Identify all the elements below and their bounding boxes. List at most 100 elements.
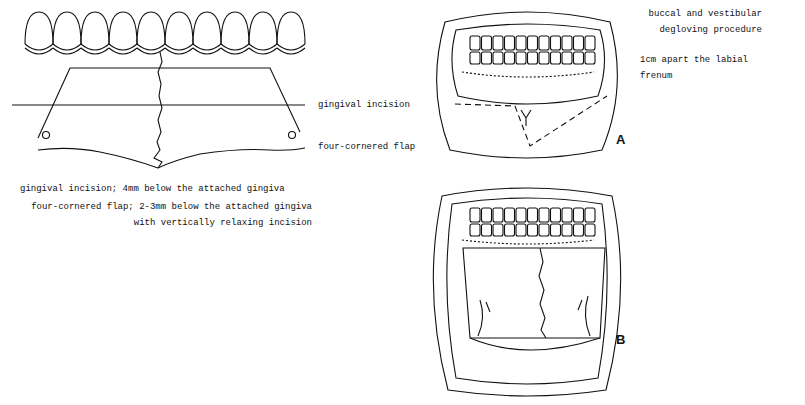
teeth-row [470,208,595,236]
gum-scallop [109,44,137,50]
flap-base [470,338,600,350]
degloved-flap [463,248,605,338]
tooth [482,208,492,222]
tooth [277,12,305,44]
tooth [539,52,549,64]
tooth [505,208,515,222]
screw-hole [43,132,50,139]
lower-border [38,148,305,168]
tooth [516,224,526,236]
gum-scallop [277,48,305,54]
tooth [562,36,572,50]
gum-scallop [193,44,221,50]
gum-scallop [165,44,193,50]
tooth [53,12,81,44]
tooth [528,224,538,236]
gum-scallop [221,44,249,50]
tooth [505,52,515,64]
gum-scallop [109,48,137,54]
annotation: gingival incision [318,97,410,113]
midline-fracture [539,248,546,338]
tooth [193,12,221,44]
tooth [528,52,538,64]
tooth [493,208,503,222]
tooth [574,208,584,222]
annotation: 1cm apart the labial frenum [640,52,760,84]
tooth [585,224,595,236]
tooth [585,52,595,64]
labial-frenum [521,110,531,126]
tooth [165,12,193,44]
tooth [493,224,503,236]
tooth [551,224,561,236]
tooth [574,36,584,50]
tooth [505,224,515,236]
tooth [551,208,561,222]
tooth [482,224,492,236]
gum-scallop [249,44,277,50]
gum-scallop [25,48,53,54]
tooth [562,52,572,64]
tooth [482,52,492,64]
annotation: buccal and vestibular degloving procedur… [612,6,762,38]
gum-sutures [462,72,594,77]
tooth [470,224,480,236]
tooth [221,12,249,44]
tooth [470,36,480,50]
gum-scallop [249,48,277,54]
tooth [470,208,480,222]
tooth [562,224,572,236]
tooth [528,208,538,222]
annotation: gingival incision; 4mm below the attache… [20,181,285,197]
panel-letter: B [616,332,625,348]
tooth [81,12,109,44]
tooth [539,208,549,222]
mouth-opening [452,24,605,104]
midline-fracture [154,52,162,168]
tooth [516,208,526,222]
relaxing-incision [478,300,490,336]
tooth [25,12,53,44]
tooth [539,36,549,50]
gum-scallop [137,48,165,54]
gum-scallop [25,44,53,50]
gum-sutures [462,240,594,244]
tooth [516,52,526,64]
gum-scallop [53,44,81,50]
gum-scallop [53,48,81,54]
incision-line [12,104,305,105]
lip-outline [433,188,620,396]
teeth-row [25,12,305,54]
gum-scallop [81,44,109,50]
tooth [482,36,492,50]
tooth [493,36,503,50]
gum-scallop [221,48,249,54]
tooth [516,36,526,50]
tooth [551,36,561,50]
tooth [562,208,572,222]
mouth-opening [447,198,607,384]
gum-scallop [277,44,305,50]
tooth [470,52,480,64]
tooth [249,12,277,44]
tooth [574,52,584,64]
gum-scallop [165,48,193,54]
tooth [109,12,137,44]
annotation: four-cornered flap; 2-3mm below the atta… [20,199,312,231]
tooth [574,224,584,236]
tooth [585,208,595,222]
annotation: four-cornered flap [318,139,415,155]
tooth [539,224,549,236]
gum-scallop [137,44,165,50]
tooth [551,52,561,64]
tooth [137,12,165,44]
lip-outline [437,12,618,158]
tooth [585,36,595,50]
flap-outline [38,68,300,138]
vestibular-incision [455,96,607,146]
gum-scallop [81,48,109,54]
screw-hole [289,132,296,139]
gum-scallop [193,48,221,54]
teeth-row [470,36,595,64]
